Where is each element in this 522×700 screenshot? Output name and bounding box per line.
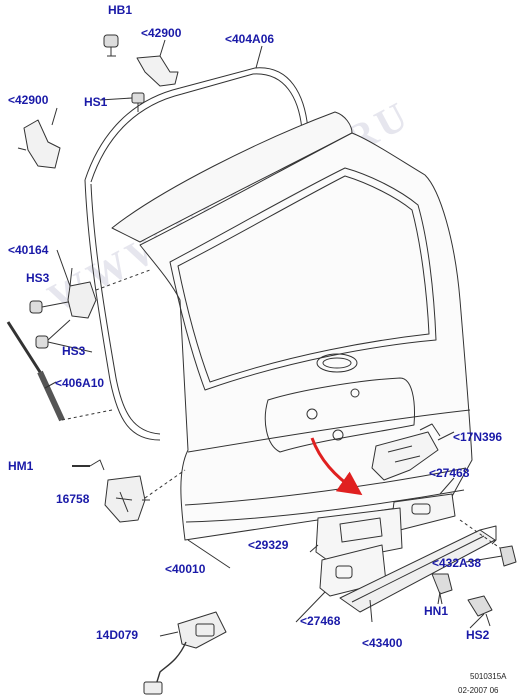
label-hs3-bottom[interactable]: HS3 [62,344,86,358]
emblem [316,353,358,373]
plate-recess [264,377,415,453]
switch-14d079 [177,611,227,649]
label-404a06[interactable]: <404A06 [225,32,275,46]
strut-bracket [67,281,97,319]
label-hs3-top[interactable]: HS3 [26,271,50,285]
roof-spoiler [111,111,353,243]
label-40164[interactable]: <40164 [8,243,49,257]
bolt-hs3-bottom [35,335,49,349]
assembly-arrow [310,437,363,496]
tailgate-panel [139,132,473,541]
reference-date: 02-2007 06 [458,686,499,695]
label-43400[interactable]: <43400 [362,636,403,650]
bracket-17n396 [371,431,439,481]
label-27468-right[interactable]: <27468 [429,466,470,480]
label-432a38[interactable]: <432A38 [432,556,482,570]
label-27468-bottom[interactable]: <27468 [300,614,341,628]
window-opening [169,167,437,391]
cap-432a38 [499,545,517,567]
label-16758[interactable]: 16758 [56,492,90,506]
label-29329[interactable]: <29329 [248,538,289,552]
bolt-hs1 [131,92,145,104]
bolt-hs2 [467,595,493,617]
label-406a10[interactable]: <406A10 [55,376,105,390]
screw-hn1 [431,573,453,595]
label-40010[interactable]: <40010 [165,562,206,576]
label-17n396[interactable]: <17N396 [453,430,503,444]
label-hn1[interactable]: HN1 [424,604,449,618]
chrome-strip [339,529,496,613]
label-hs1[interactable]: HS1 [84,95,108,109]
bolt-hb1 [103,34,119,48]
label-42900-left[interactable]: <42900 [8,93,49,107]
label-hb1[interactable]: HB1 [108,3,133,17]
label-42900-top[interactable]: <42900 [141,26,182,40]
hinge-top [136,55,179,87]
label-hm1[interactable]: HM1 [8,459,34,473]
label-hs2[interactable]: HS2 [466,628,490,642]
label-14d079[interactable]: 14D079 [96,628,139,642]
hinge-left [23,119,61,169]
reference-code: 5010315A [470,672,507,681]
bolt-hs3-top [29,300,43,314]
